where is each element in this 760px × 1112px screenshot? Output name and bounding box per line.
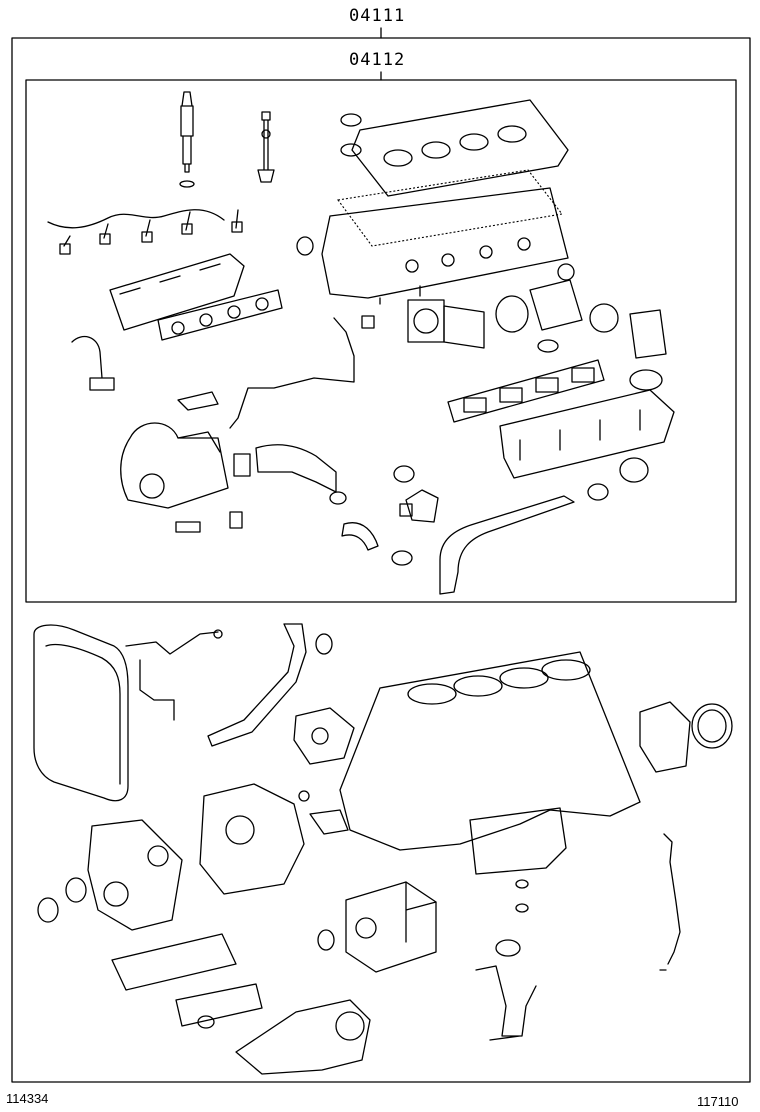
injector-part[interactable]	[179, 91, 195, 188]
manifold-gasket-part[interactable]	[157, 289, 283, 341]
head-seal-part[interactable]	[296, 236, 314, 256]
sensor-wire-part[interactable]	[229, 317, 355, 429]
strainer-gasket-part[interactable]	[495, 939, 521, 957]
rear-oil-seal-part[interactable]	[691, 703, 733, 749]
egr-seal-part[interactable]	[589, 303, 619, 333]
sensor-plug	[213, 629, 223, 639]
timing-cover-seal	[45, 643, 121, 785]
intake-manifold-gasket[interactable]	[447, 359, 605, 423]
crank-sensor-wire-part[interactable]	[125, 631, 219, 721]
cooler-seal-part[interactable]	[197, 1015, 215, 1029]
front-case-bore-2	[147, 845, 169, 867]
throttle-body-part[interactable]	[407, 299, 485, 349]
water-pump-part[interactable]	[293, 707, 355, 765]
water-pipe-part[interactable]	[439, 495, 575, 595]
oil-cap-part[interactable]	[340, 113, 362, 127]
front-oil-seal-part[interactable]	[65, 877, 87, 903]
water-hose-part[interactable]	[341, 522, 379, 551]
pump-gasket-part[interactable]	[309, 809, 349, 835]
flange-gasket-part[interactable]	[629, 369, 663, 391]
clip-part[interactable]	[175, 521, 201, 533]
turbo-gasket-part[interactable]	[177, 391, 219, 411]
cylinder-block-part[interactable]	[339, 651, 641, 851]
manifold-seal-part[interactable]	[619, 457, 649, 483]
rear-seal-retainer-part[interactable]	[639, 701, 691, 773]
egr-small-gasket[interactable]	[537, 339, 559, 353]
egr-gasket-part[interactable]	[495, 295, 529, 333]
cylinder-bores	[407, 659, 591, 705]
valve-cover-gasket[interactable]	[337, 169, 563, 247]
valve-cover-part[interactable]	[351, 99, 569, 197]
oil-strainer-part[interactable]	[475, 965, 537, 1041]
front-case-bore	[103, 881, 129, 907]
illustration-number: 114334	[6, 1091, 49, 1106]
harness-connectors	[59, 221, 243, 255]
oil-cooler-part[interactable]	[111, 933, 263, 1027]
hose-gasket-part[interactable]	[391, 550, 413, 566]
oil-filter-bracket-part[interactable]	[235, 999, 371, 1075]
pump-oring-part[interactable]	[317, 929, 335, 951]
front-case-part[interactable]	[87, 819, 183, 931]
glow-plug-part[interactable]	[257, 111, 275, 183]
injector-harness-part[interactable]	[47, 209, 239, 247]
sensor-connector	[361, 315, 375, 329]
exhaust-manifold-part[interactable]	[109, 253, 245, 331]
inner-kit-frame	[25, 79, 737, 603]
pump-hub	[311, 727, 329, 745]
head-ports	[405, 237, 531, 273]
intake-manifold-part[interactable]	[499, 389, 675, 479]
outer-kit-label[interactable]: 04111	[349, 6, 406, 26]
water-inlet-pipe-part[interactable]	[207, 623, 307, 747]
turbo-flange-gasket[interactable]	[233, 453, 251, 477]
thermostat-gasket-part[interactable]	[393, 465, 415, 483]
outer-kit-frame	[11, 37, 751, 1083]
filter-mount	[335, 1011, 365, 1041]
water-outlet-gasket[interactable]	[587, 483, 609, 501]
oil-pump-cover-part[interactable]	[199, 783, 305, 895]
pump-pin-part[interactable]	[298, 790, 310, 802]
turbocharger-part[interactable]	[120, 422, 229, 509]
oil-pipe-part[interactable]	[71, 335, 115, 391]
egr-valve-part[interactable]	[529, 263, 583, 331]
thermostat-housing-part[interactable]	[399, 489, 439, 523]
small-fittings[interactable]	[515, 879, 529, 913]
inner-kit-label[interactable]: 04112	[349, 50, 406, 70]
timing-belt-cover-part[interactable]	[33, 624, 129, 802]
oil-dipstick-part[interactable]	[659, 833, 681, 971]
intake-pipe-part[interactable]	[255, 444, 337, 493]
cap-seal-part[interactable]	[340, 143, 362, 157]
camshaft-seal-part[interactable]	[37, 897, 59, 923]
oil-pan-part[interactable]	[469, 807, 567, 875]
catalog-code: 117110	[697, 1094, 739, 1109]
injection-pump-part[interactable]	[345, 881, 437, 973]
egr-cooler-bracket[interactable]	[629, 309, 667, 359]
valve-cover-holes	[383, 125, 527, 167]
pipe-oring-part[interactable]	[315, 633, 333, 655]
small-gasket-part[interactable]	[229, 511, 243, 529]
oil-pump-bore	[225, 815, 255, 845]
cylinder-head-part[interactable]	[321, 187, 569, 305]
intake-seal-part[interactable]	[329, 491, 347, 505]
